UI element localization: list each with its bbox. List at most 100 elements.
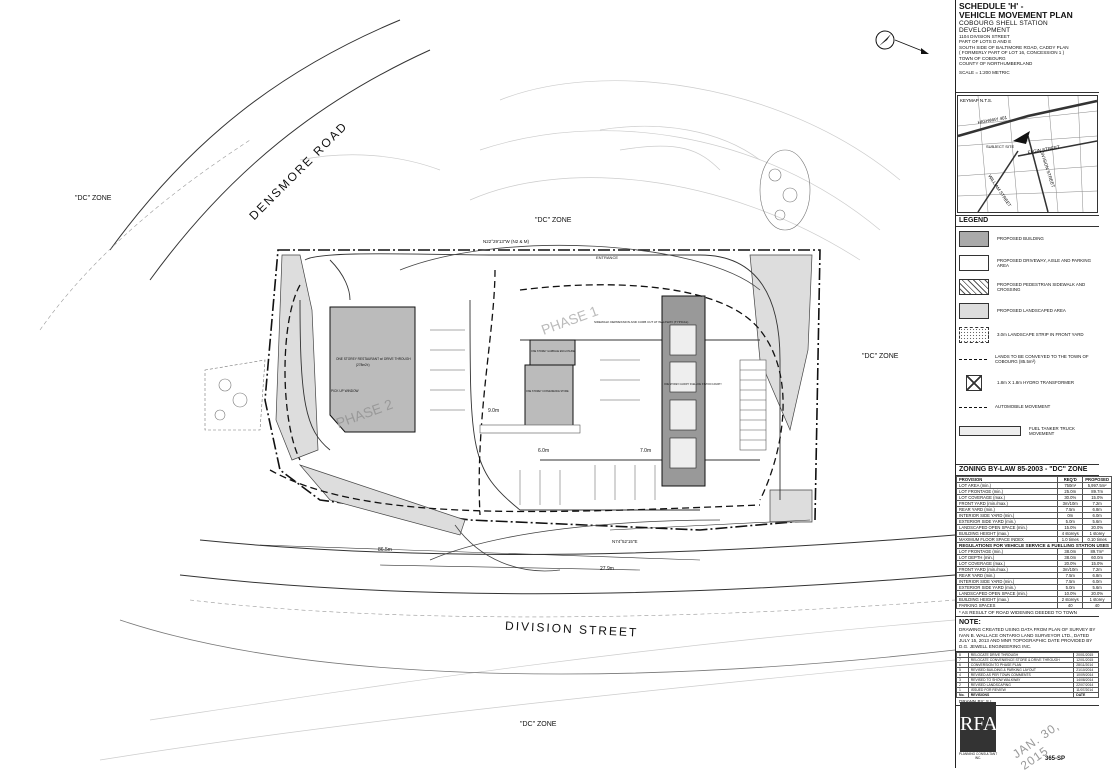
legend-item: 1.8m X 1.8m HYDRO TRANSFORMER <box>956 371 1099 395</box>
keymap-elgin: ELGIN STREET <box>1027 144 1060 155</box>
dim-9-0: 9.0m <box>488 408 499 414</box>
zoning-section-title: REGULATIONS FOR VEHICLE SERVICE & FUELLI… <box>956 542 1112 549</box>
legend-swatch <box>959 358 987 360</box>
zoning-cell: 40 <box>1082 602 1112 609</box>
legend-item: AUTOMOBILE MOVEMENT <box>956 395 1099 419</box>
topo-contours <box>99 80 956 761</box>
property-line <box>264 249 821 531</box>
revision-header-cell: REVISIONS <box>967 692 1075 699</box>
zoning-cell: PROPOSED <box>1082 476 1112 483</box>
legend-item: PROPOSED PEDESTRIAN SIDEWALK AND CROSSIN… <box>956 275 1099 299</box>
legend-swatch <box>959 279 989 295</box>
address-line: SOUTH SIDE OF BALTIMORE ROAD, CADDY PLAN <box>959 44 1069 50</box>
drawing-title-1: SCHEDULE 'H' - <box>959 1 1024 11</box>
dim-86-5: 86.5m <box>378 547 392 553</box>
legend-label: LANDS TO BE CONVEYED TO THE TOWN OF COBO… <box>995 353 1089 364</box>
legend-swatch <box>959 327 989 343</box>
legend-swatch <box>959 255 989 271</box>
north-arrow-icon <box>875 30 929 54</box>
address-line: 1104 DIVISION STREET <box>959 34 1010 39</box>
bearing-bottom: N74°52'15"E <box>612 539 638 544</box>
drawing-number: 365-SP <box>1045 756 1066 762</box>
legend-label: PROPOSED BUILDING <box>997 236 1044 242</box>
dim-6-0: 6.0m <box>538 448 549 454</box>
consultant-logo: RFA <box>960 702 997 752</box>
legend-label: PROPOSED PEDESTRIAN SIDEWALK AND CROSSIN… <box>997 281 1086 292</box>
zoning-footnote: * AS RESULT OF ROAD WIDENING DEEDED TO T… <box>956 609 1099 618</box>
address-line: COUNTY OF NORTHUMBERLAND <box>959 61 1033 67</box>
sidewalks <box>479 359 767 451</box>
fuel-pumps <box>669 324 697 469</box>
dim-7-0: 7.0m <box>640 448 651 454</box>
restaurant-building <box>329 306 416 433</box>
address-line: ( FORMERLY PART OF LOT 16, CONCESSION 1 … <box>959 50 1065 56</box>
keymap-label: KEYMAP N.T.S. <box>960 98 992 103</box>
note-text: DRAWING CREATED USING DATA FROM PLAN OF … <box>959 627 1096 649</box>
legend-item: PROPOSED BUILDING <box>956 227 1099 251</box>
fuel-label: ONE STOREY CANOPY FUELLING STATION CANOP… <box>664 383 722 386</box>
legend-item: FUEL TANKER TRUCK MOVEMENT <box>956 419 1099 443</box>
garbage-label: ONE STOREY GARBAGE ENCLOSURE <box>531 350 575 353</box>
fuel-tanker-path <box>399 244 761 572</box>
zoning-cell: 40 <box>1057 602 1084 609</box>
title-block: SCHEDULE 'H' - VEHICLE MOVEMENT PLAN COB… <box>956 0 1099 93</box>
address-line: PART OF LOTS D AND E <box>959 39 1012 45</box>
entrance-label: ENTRANCE <box>596 255 618 260</box>
dim-27-9: 27.9m <box>600 566 614 572</box>
keymap-subject: SUBJECT SITE <box>986 144 1014 149</box>
sidewalk-note: SIDEWALK DEPRESSION AND CURB CUT AT WALK… <box>594 320 688 324</box>
division-street <box>119 534 956 675</box>
revision-header-cell: DATE <box>1073 692 1099 699</box>
parking-stalls <box>430 329 656 505</box>
keymap-section <box>956 93 1099 216</box>
legend-item: LANDS TO BE CONVEYED TO THE TOWN OF COBO… <box>956 347 1099 371</box>
dimension-lines <box>259 519 811 571</box>
hydro-transformer-icon <box>966 375 982 391</box>
trees <box>204 149 811 431</box>
vehicle-movement <box>269 269 784 516</box>
revision-cell: RELOCATE CONVENIENCE STORE & DRIVE THROU… <box>967 657 1075 664</box>
legend-label: 3.0m LANDSCAPE STRIP IN FRONT YARD <box>997 332 1084 338</box>
zoning-title: ZONING BY-LAW 85-2003 - "DC" ZONE <box>956 465 1099 476</box>
consultant-name: PLANNING CONSULTANT INC. <box>958 752 998 760</box>
scale-label: SCALE = 1:200 METRIC <box>959 70 1010 76</box>
convenience-store <box>524 364 574 428</box>
note-title: NOTE: <box>959 619 981 627</box>
legend-list: PROPOSED BUILDING PROPOSED DRIVEWAY, AIS… <box>956 227 1099 465</box>
keymap-highway: HIGHWAY 401 <box>977 115 1008 125</box>
legend-item: 3.0m LANDSCAPE STRIP IN FRONT YARD <box>956 323 1099 347</box>
project-name: COBOURG SHELL STATION DEVELOPMENT <box>959 20 1048 34</box>
address-line: TOWN OF COBOURG <box>959 55 1006 61</box>
legend-item: PROPOSED LANDSCAPED AREA <box>956 299 1099 323</box>
subject-site-marker <box>1013 131 1030 144</box>
legend-title: LEGEND <box>956 216 1099 227</box>
zone-label-bottom: "DC" ZONE <box>520 721 557 728</box>
note-block: NOTE: DRAWING CREATED USING DATA FROM PL… <box>956 617 1099 653</box>
legend-label: PROPOSED LANDSCAPED AREA <box>997 308 1066 314</box>
road-label-division: DIVISION STREET <box>505 619 639 640</box>
fuel-tanker-icon <box>959 426 1021 436</box>
legend-swatch <box>959 303 989 319</box>
zoning-cell: PARKING SPACES <box>955 602 1059 609</box>
pickup-label: PICK UP WINDOW <box>331 389 359 393</box>
automobile-movement-icon <box>959 406 987 408</box>
revision-header-cell: No. <box>956 692 969 699</box>
zone-label-top: "DC" ZONE <box>535 217 572 224</box>
legend-label: PROPOSED DRIVEWAY, AISLE AND PARKING ARE… <box>997 257 1092 268</box>
zone-label-right: "DC" ZONE <box>862 353 899 360</box>
drawn-by: DRAWN BY: S.L. <box>956 698 1099 707</box>
restaurant-label: ONE STOREY RESTAURANT w/ DRIVE THROUGH <box>336 357 411 361</box>
keymap: KEYMAP N.T.S. HIGHWAY 401 SUBJECT SITE E… <box>957 95 1098 213</box>
restaurant-area: (278m2±) <box>356 363 370 367</box>
legend-item: PROPOSED DRIVEWAY, AISLE AND PARKING ARE… <box>956 251 1099 275</box>
legend-label: 1.8m X 1.8m HYDRO TRANSFORMER <box>997 380 1075 386</box>
zone-label-left: "DC" ZONE <box>75 195 112 202</box>
drawing-title-2: VEHICLE MOVEMENT PLAN <box>959 10 1073 20</box>
legend-swatch <box>959 231 989 247</box>
